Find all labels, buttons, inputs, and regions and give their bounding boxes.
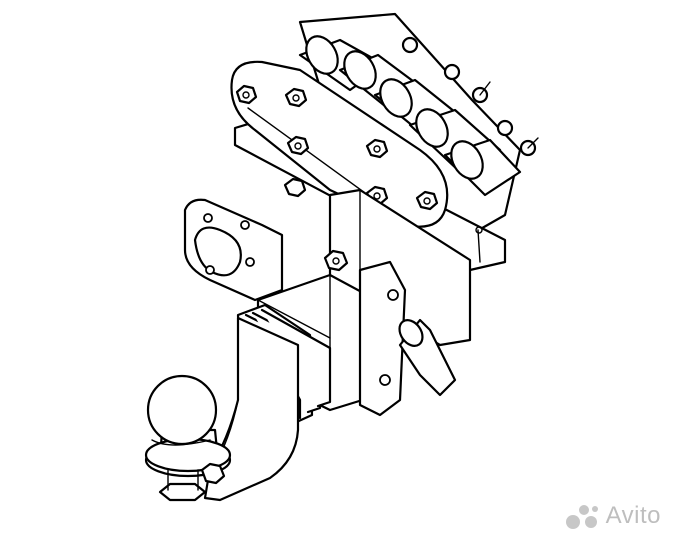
watermark-text: Avito — [605, 502, 661, 529]
bolt-3 — [286, 135, 310, 156]
tow-ball — [144, 374, 232, 502]
side-bracket — [358, 260, 407, 417]
roller-cylinders — [298, 35, 522, 197]
socket-bracket-plate — [183, 198, 284, 302]
avito-logo-icon — [565, 505, 598, 529]
bolt-6 — [415, 190, 439, 211]
front-bolts — [235, 84, 439, 211]
pin-tube — [398, 318, 457, 397]
arm-nut — [200, 462, 226, 485]
rear-bolts — [401, 36, 539, 157]
bolt-4 — [365, 138, 389, 159]
bolt-1 — [235, 84, 258, 105]
watermark: Avito — [564, 502, 661, 530]
bolt-2 — [284, 87, 308, 108]
shaft-nut — [323, 249, 349, 272]
